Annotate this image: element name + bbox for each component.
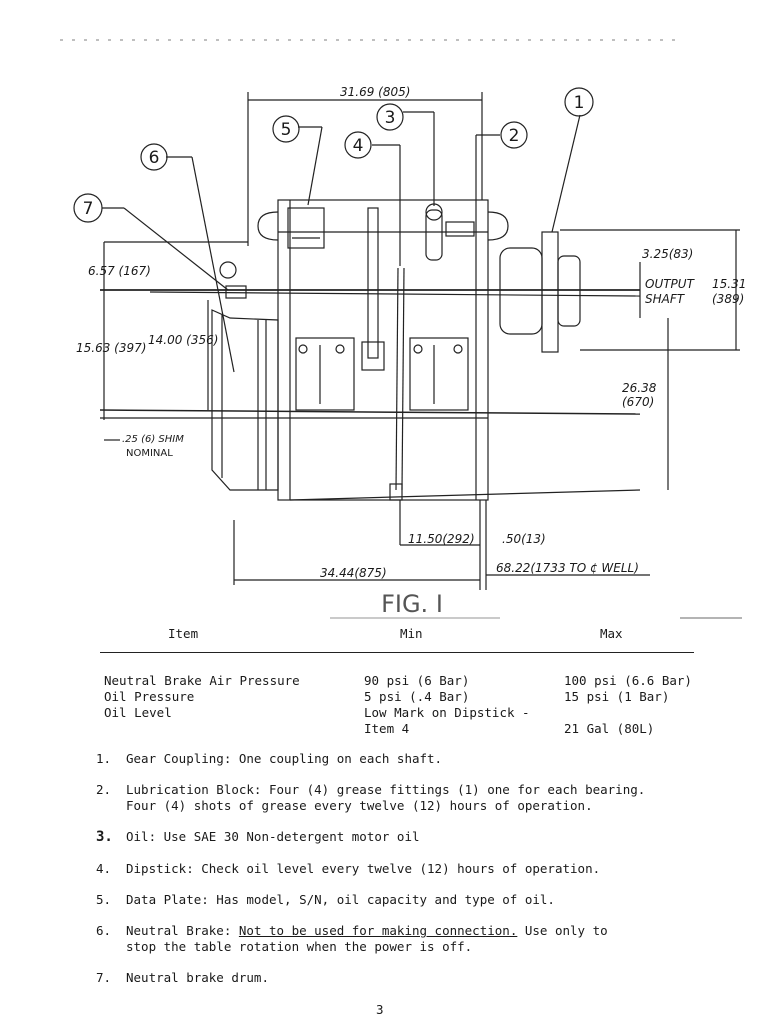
- data-plate: [287, 207, 325, 249]
- table-cell: 15 psi (1 Bar): [564, 689, 670, 704]
- dim-output-shaft-2: SHAFT: [645, 292, 686, 306]
- table-cell: Item 4: [364, 721, 410, 736]
- svg-text:5: 5: [281, 120, 292, 140]
- dim-bottom-left: 34.44(875): [320, 566, 387, 580]
- note-item: 2.Lubrication Block: Four (4) grease fit…: [96, 782, 646, 813]
- table-cell: 100 psi (6.6 Bar): [564, 673, 692, 688]
- table-cell: 90 psi (6 Bar): [364, 673, 470, 688]
- note-item: 6.Neutral Brake: Not to be used for maki…: [96, 923, 608, 954]
- dim-coupling: 3.25(83): [642, 247, 693, 261]
- col-header-min: Min: [400, 626, 423, 641]
- dim-output-shaft-1: OUTPUT: [645, 277, 696, 291]
- svg-text:2: 2: [509, 126, 520, 146]
- dim-floor-height-2: (670): [622, 395, 654, 409]
- table-cell: 21 Gal (80L): [564, 721, 655, 736]
- callout-5: [272, 115, 300, 143]
- brake-drum: [211, 309, 279, 491]
- neutral-brake-handle: [361, 341, 385, 371]
- note-item: 3.Oil: Use SAE 30 Non-detergent motor oi…: [96, 829, 420, 845]
- dim-bottom-right: 68.22(1733 TO ¢ WELL): [496, 561, 639, 575]
- table-cell: Oil Level: [104, 705, 172, 720]
- dim-floor-height-1: 26.38: [622, 381, 657, 395]
- dim-right-height-1: 15.31: [712, 277, 746, 291]
- dim-center-height: 14.00 (356): [148, 333, 218, 347]
- table-rule: [100, 652, 694, 653]
- callout-6: [140, 143, 168, 171]
- dim-left-offset: 6.57 (167): [88, 264, 151, 278]
- dim-top-width: 31.69 (805): [340, 85, 410, 99]
- table-cell: 5 psi (.4 Bar): [364, 689, 470, 704]
- col-header-max: Max: [600, 626, 623, 641]
- col-header-item: Item: [168, 626, 199, 641]
- svg-text:6: 6: [149, 148, 160, 168]
- svg-text:1: 1: [574, 93, 585, 113]
- callout-7: [73, 193, 103, 223]
- callout-2: [500, 121, 528, 149]
- gearbox-body: [277, 199, 489, 501]
- svg-text:3: 3: [385, 108, 396, 128]
- note-item: 1.Gear Coupling: One coupling on each sh…: [96, 751, 443, 766]
- table-cell: Neutral Brake Air Pressure: [104, 673, 300, 688]
- dim-small: .50(13): [502, 532, 546, 546]
- dim-mid: 11.50(292): [408, 532, 475, 546]
- output-coupling: [499, 247, 543, 335]
- table-cell: Oil Pressure: [104, 689, 195, 704]
- table-cell: Low Mark on Dipstick -: [364, 705, 530, 720]
- figure-caption: FIG. I: [381, 590, 443, 618]
- svg-text:7: 7: [83, 199, 94, 219]
- dim-left-height: 15.63 (397): [76, 341, 146, 355]
- oil-cap: [425, 209, 443, 261]
- coupling-flange: [541, 231, 559, 353]
- dim-right-height-2: (389): [712, 292, 744, 306]
- callout-4: [344, 131, 372, 159]
- technical-drawing: 1 2 3 4 5 6 7 31.69 (805) 6.57 (167) 15.…: [60, 39, 746, 619]
- callout-1: [564, 87, 594, 117]
- svg-text:4: 4: [353, 136, 364, 156]
- note-item: 7.Neutral brake drum.: [96, 970, 269, 985]
- note-item: 5.Data Plate: Has model, S/N, oil capaci…: [96, 892, 555, 907]
- dim-shim: .25 (6) SHIM: [122, 434, 184, 445]
- note-item: 4.Dipstick: Check oil level every twelve…: [96, 861, 601, 876]
- dim-shim-nominal: NOMINAL: [126, 448, 173, 459]
- callout-3: [376, 103, 404, 131]
- page-number: 3: [376, 1002, 384, 1017]
